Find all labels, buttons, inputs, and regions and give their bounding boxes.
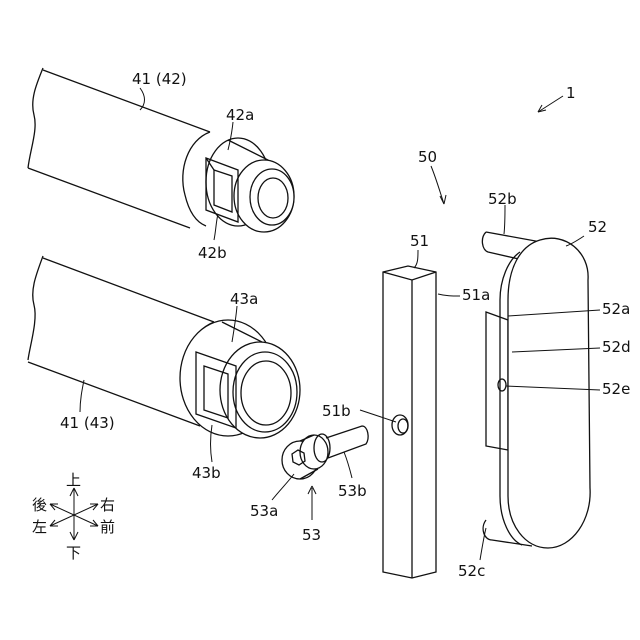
label-51b: 51b: [322, 402, 351, 420]
label-50: 50: [418, 148, 437, 166]
label-52c: 52c: [458, 562, 485, 580]
label-52: 52: [588, 218, 607, 236]
label-52b: 52b: [488, 190, 517, 208]
compass-down: 下: [66, 544, 81, 562]
bracket-52: [482, 232, 590, 548]
compass-front: 前: [100, 518, 115, 536]
compass-left: 左: [32, 518, 47, 536]
label-fig-ref: 1: [566, 84, 576, 102]
bar-51: [383, 266, 436, 578]
label-43a: 43a: [230, 290, 258, 308]
compass-up: 上: [66, 471, 81, 489]
direction-compass: 上 下 後 右 左 前: [32, 471, 115, 562]
label-52a: 52a: [602, 300, 630, 318]
label-53a: 53a: [250, 502, 278, 520]
label-51a: 51a: [462, 286, 490, 304]
compass-right: 右: [100, 496, 115, 514]
label-53: 53: [302, 526, 321, 544]
label-52e: 52e: [602, 380, 630, 398]
label-rod-lower: 41 (43): [60, 414, 115, 432]
label-43b: 43b: [192, 464, 221, 482]
upper-rod: [28, 68, 294, 232]
label-51: 51: [410, 232, 429, 250]
label-53b: 53b: [338, 482, 367, 500]
label-42a: 42a: [226, 106, 254, 124]
label-52d: 52d: [602, 338, 631, 356]
bolt-53: [282, 426, 368, 479]
label-rod-upper: 41 (42): [132, 70, 187, 88]
lower-rod: [28, 256, 300, 438]
compass-rear: 後: [32, 496, 47, 514]
label-42b: 42b: [198, 244, 227, 262]
